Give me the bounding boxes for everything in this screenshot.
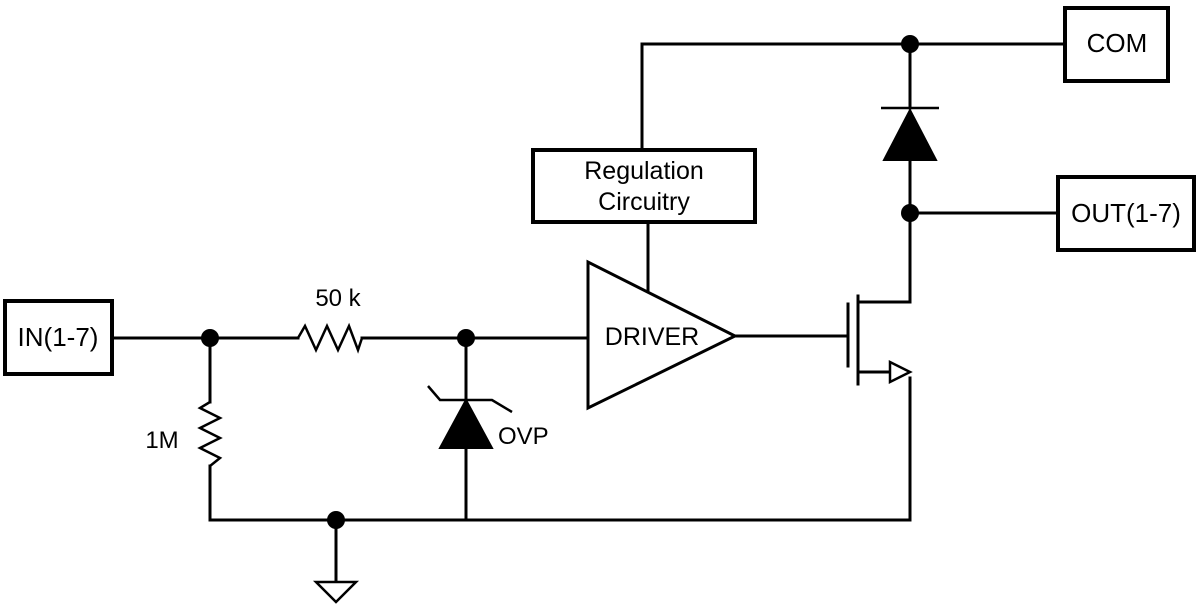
junction-zener — [457, 329, 475, 347]
junction-out — [901, 204, 919, 222]
com-label: COM — [1087, 28, 1148, 58]
ground-triangle — [312, 580, 360, 604]
ground-icon — [312, 580, 360, 604]
resistor-1m: 1M — [145, 400, 223, 467]
out-label: OUT(1-7) — [1071, 198, 1181, 228]
resistor-50k-zigzag — [296, 322, 364, 354]
zener-triangle — [438, 397, 494, 449]
driver-label: DRIVER — [605, 323, 699, 351]
terminal-com: COM — [1063, 6, 1170, 83]
in-label: IN(1-7) — [18, 322, 99, 352]
zener-bar — [427, 385, 513, 414]
wires — [110, 42, 1067, 582]
junction-com — [901, 35, 919, 53]
resistor-1m-label: 1M — [145, 427, 178, 454]
driver-triangle — [586, 259, 739, 411]
regulation-box — [531, 148, 757, 224]
junction-input — [201, 329, 219, 347]
regulation-label-line1: Regulation — [584, 157, 704, 185]
terminal-out: OUT(1-7) — [1056, 175, 1196, 252]
junction-ground — [327, 511, 345, 529]
junction-dots — [201, 35, 919, 529]
com-box — [1063, 6, 1170, 83]
mosfet-source-arrow — [888, 359, 913, 385]
zener-ovp: OVP — [427, 385, 549, 450]
regulation-circuitry: Regulation Circuitry — [531, 148, 757, 224]
ovp-label: OVP — [498, 423, 549, 450]
out-box — [1056, 175, 1196, 252]
driver: DRIVER — [586, 259, 739, 411]
flyback-diode — [881, 106, 939, 161]
flyback-diode-triangle — [882, 107, 938, 161]
regulation-label-line2: Circuitry — [598, 188, 690, 216]
resistor-50k-label: 50 k — [315, 285, 361, 312]
nmos-transistor — [846, 294, 913, 386]
in-box — [3, 299, 114, 376]
resistor-50k: 50 k — [296, 285, 364, 354]
terminal-in: IN(1-7) — [3, 299, 114, 376]
resistor-1m-zigzag — [197, 400, 223, 467]
